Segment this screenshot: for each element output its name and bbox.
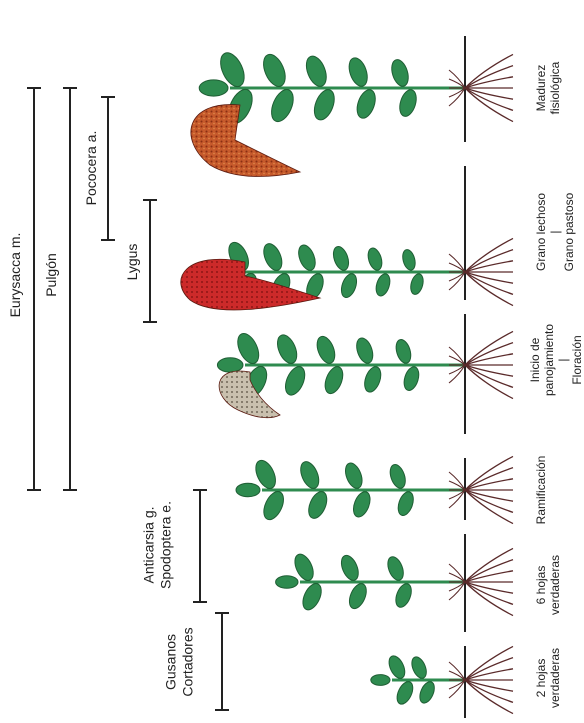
gusanos-bar	[215, 613, 229, 710]
root	[465, 261, 513, 272]
pest-label-gusanos-cortadores: GusanosCortadores	[163, 627, 196, 696]
lygus-bar	[143, 200, 157, 322]
leaf	[314, 334, 339, 366]
root	[465, 272, 513, 283]
root	[465, 490, 513, 501]
leaf	[267, 86, 297, 124]
pest-label-pulgon: Pulgón	[43, 253, 59, 297]
leaf	[299, 581, 325, 613]
leaf	[374, 272, 393, 297]
leaf	[417, 680, 437, 706]
root	[449, 582, 465, 600]
root	[465, 680, 513, 691]
leaf	[331, 245, 352, 273]
root	[449, 272, 465, 290]
root	[449, 347, 465, 365]
leaf	[362, 365, 384, 395]
leaf	[338, 553, 362, 583]
pulgon-bar	[63, 88, 77, 490]
root	[449, 88, 465, 106]
leaf	[274, 332, 301, 366]
leaf	[295, 243, 318, 273]
leaf	[346, 581, 370, 611]
root	[449, 564, 465, 582]
stage-label-6-hojas-verdaderas: 6 hojasverdaderas	[534, 555, 562, 615]
leaf	[393, 338, 413, 365]
pest-bars	[27, 88, 229, 710]
root	[449, 254, 465, 272]
stage-label-2-hojas-verdaderas: 2 hojasverdaderas	[534, 648, 562, 708]
eurysacca-bar	[27, 88, 41, 490]
leaf	[260, 489, 288, 523]
leaf	[342, 461, 365, 491]
leaf	[276, 576, 298, 589]
root	[449, 680, 465, 698]
root	[449, 490, 465, 508]
stage-labels: Madurezfisiológica Grano lechoso|Grano p…	[528, 61, 584, 708]
pest-label-eurysacca: Eurysacca m.	[7, 233, 23, 318]
root	[465, 479, 513, 490]
leaf	[354, 87, 379, 120]
leaf	[409, 655, 429, 681]
leaf	[401, 365, 421, 392]
panicle	[219, 371, 280, 418]
plant-ramificacion	[236, 456, 513, 523]
plants	[181, 49, 513, 713]
stage-label-madurez-fisiologica: Madurezfisiológica	[534, 61, 562, 114]
leaf	[217, 358, 243, 372]
root	[465, 354, 513, 365]
root	[465, 582, 513, 593]
leaf	[350, 489, 373, 519]
leaf	[199, 80, 228, 96]
leaf	[354, 336, 376, 366]
leaf	[397, 88, 419, 119]
pococera-bar	[101, 97, 115, 240]
leaf	[322, 364, 347, 396]
anticarsia-bar	[193, 490, 207, 602]
leaf	[409, 273, 426, 296]
root	[449, 365, 465, 383]
leaf	[386, 653, 408, 680]
stage-label-grano-lechoso-pastoso: Grano lechoso|Grano pastoso	[534, 192, 576, 271]
plant-grano-lechoso	[181, 238, 513, 310]
stage-label-ramificacion: Ramificación	[534, 456, 548, 525]
root	[465, 88, 513, 99]
leaf	[297, 459, 322, 491]
leaf	[303, 53, 331, 89]
plant-6-hojas	[276, 548, 513, 615]
leaf	[260, 241, 285, 273]
root	[465, 669, 513, 680]
root	[449, 662, 465, 680]
plant-floracion	[217, 330, 513, 417]
leaf	[393, 582, 414, 610]
leaf	[389, 58, 411, 89]
leaf	[401, 248, 418, 271]
root	[449, 472, 465, 490]
leaf	[395, 490, 416, 518]
leaf	[371, 675, 390, 686]
leaf	[236, 483, 260, 497]
leaf	[311, 87, 339, 123]
leaf	[387, 463, 408, 491]
pest-labels: Eurysacca m. Pulgón Pococera a. Lygus An…	[7, 131, 196, 697]
pest-label-pococera: Pococera a.	[83, 131, 99, 206]
leaf	[346, 55, 371, 88]
root	[449, 70, 465, 88]
pest-label-anticarsia-spodoptera: Anticarsia g.Spodoptera e.	[141, 501, 174, 589]
leaf	[305, 489, 330, 521]
leaf	[366, 246, 385, 271]
root	[465, 365, 513, 376]
panicle	[181, 259, 320, 310]
leaf	[394, 679, 416, 706]
pest-label-lygus: Lygus	[124, 244, 140, 281]
leaf	[385, 555, 406, 583]
stage-label-panojamiento-floracion: Inicio depanojamiento|Floración	[528, 324, 584, 396]
leaf	[339, 272, 360, 300]
root	[465, 77, 513, 88]
leaf	[282, 364, 309, 398]
leaf	[259, 51, 289, 89]
root	[465, 571, 513, 582]
plant-2-hojas	[371, 646, 513, 713]
